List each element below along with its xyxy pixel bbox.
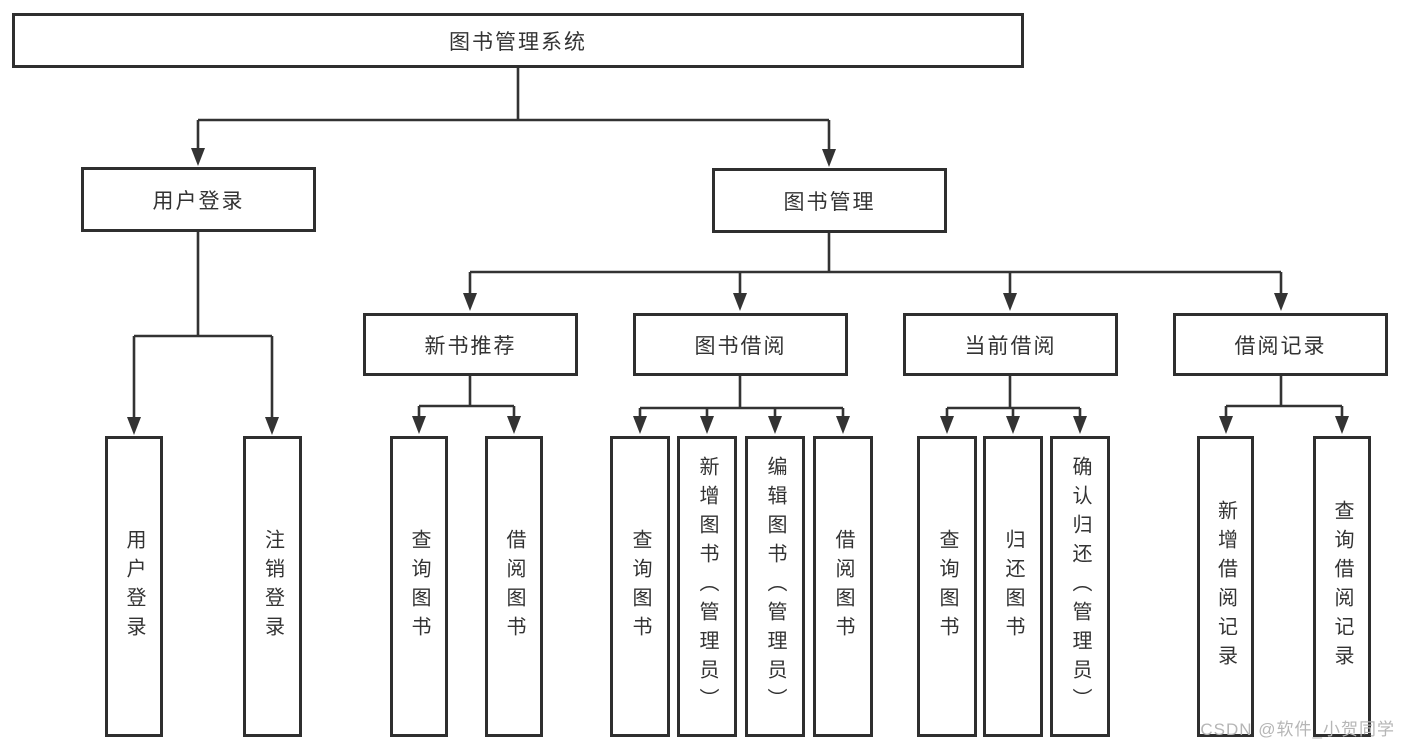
connector-new-book-recommend [412,376,521,434]
leaf-borrow-books: 借阅图书 [813,436,873,737]
node-user-login: 用户登录 [81,167,316,232]
node-new-book-recommend: 新书推荐 [363,313,578,376]
node-current-borrow-label: 当前借阅 [964,334,1057,358]
connector-current-borrow [940,376,1087,434]
node-borrow-records: 借阅记录 [1173,313,1388,376]
leaf-add-book-admin: 新增图书（管理员） [677,436,737,737]
connector-book-borrow [633,376,850,434]
leaf-query-books-recommend: 查询图书 [390,436,448,737]
node-book-management: 图书管理 [712,168,947,233]
node-root: 图书管理系统 [12,13,1024,68]
node-user-login-label: 用户登录 [152,189,245,213]
node-book-borrow: 图书借阅 [633,313,848,376]
connector-book-management [463,233,1288,311]
connector-borrow-records [1219,376,1349,434]
connector-user-login [127,232,279,435]
node-current-borrow: 当前借阅 [903,313,1118,376]
leaf-confirm-return-admin: 确认归还（管理员） [1050,436,1110,737]
leaf-add-borrow-record: 新增借阅记录 [1197,436,1254,737]
leaf-return-book: 归还图书 [983,436,1043,737]
node-book-management-label: 图书管理 [783,190,876,214]
leaf-query-books-borrow: 查询图书 [610,436,670,737]
leaf-query-borrow-record: 查询借阅记录 [1313,436,1371,737]
leaf-query-books-current: 查询图书 [917,436,977,737]
connector-root [191,68,836,167]
leaf-logout: 注销登录 [243,436,302,737]
node-borrow-records-label: 借阅记录 [1234,334,1327,358]
node-new-book-recommend-label: 新书推荐 [424,334,517,358]
leaf-borrow-books-recommend: 借阅图书 [485,436,543,737]
csdn-watermark: CSDN @软件_小贺同学 [1200,720,1395,739]
leaf-edit-book-admin: 编辑图书（管理员） [745,436,805,737]
node-book-borrow-label: 图书借阅 [694,334,787,358]
leaf-user-login: 用户登录 [105,436,163,737]
node-root-label: 图书管理系统 [449,30,587,54]
